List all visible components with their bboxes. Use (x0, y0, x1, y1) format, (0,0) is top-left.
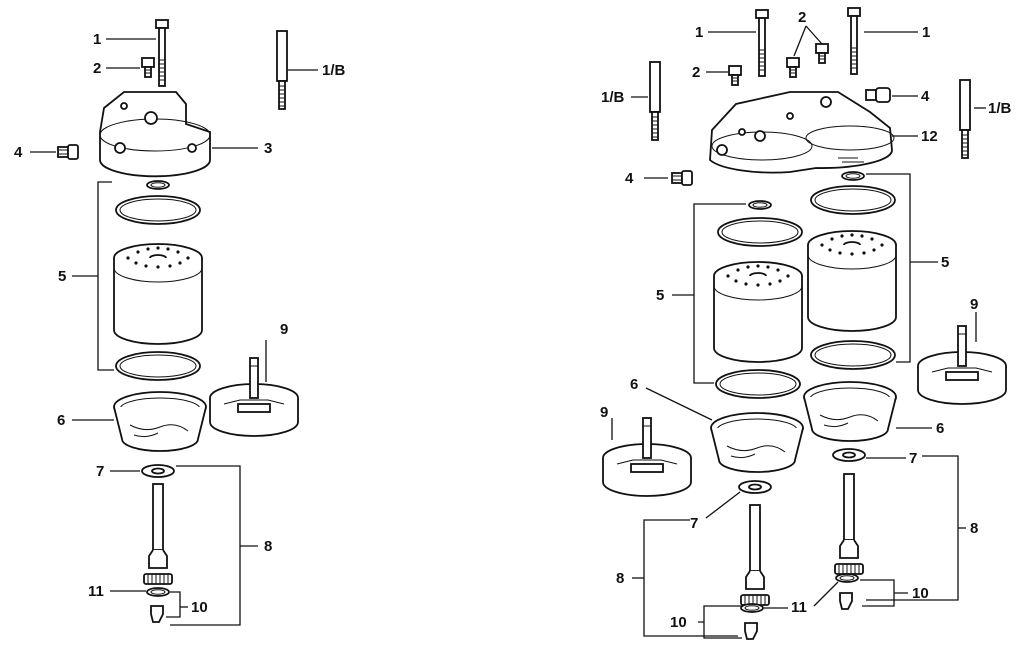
left-bolt-1 (155, 19, 169, 87)
right-callout-10-right: 10 (912, 585, 929, 602)
left-plug-4 (57, 144, 79, 160)
left-filter-head-3 (99, 91, 211, 178)
right-callout-9-left: 9 (600, 404, 608, 421)
left-washer-7 (141, 464, 175, 478)
left-trap-9 (209, 357, 299, 437)
right-bowl-6-right (803, 381, 897, 442)
right-centre-bolt-8-left (740, 504, 770, 606)
right-oring-right (841, 171, 865, 181)
left-callout-5: 5 (58, 268, 66, 285)
right-oring-11-left (740, 603, 764, 613)
right-callout-4-top: 4 (921, 88, 930, 105)
right-filter-head-12 (709, 91, 895, 174)
right-callout-6-left: 6 (630, 376, 638, 393)
right-oring-11-right (835, 573, 859, 583)
left-callout-6: 6 (57, 412, 65, 429)
right-callout-7-right: 7 (909, 450, 917, 467)
left-callout-9: 9 (280, 321, 288, 338)
right-seal-left-top (717, 217, 803, 247)
right-bolt-1-right (847, 7, 861, 75)
left-callout-3: 3 (264, 140, 272, 157)
right-callout-2: 2 (798, 9, 806, 26)
right-oring-left (748, 200, 772, 210)
left-callout-1b: 1/B (322, 62, 346, 79)
right-callout-8-left: 8 (616, 570, 624, 587)
right-callout-5-left: 5 (656, 287, 664, 304)
right-callout-5-right: 5 (941, 254, 949, 271)
right-screw-2-left (786, 57, 800, 78)
right-callout-9-right: 9 (970, 296, 978, 313)
right-bolt-1-left (755, 9, 769, 77)
left-oring-top (146, 180, 170, 190)
right-assembly: 1 1 2 2 1/B 1/B 4 4 12 5 5 6 6 7 7 8 8 9… (600, 7, 1012, 640)
right-trap-9-left (602, 417, 692, 497)
right-seal-right-bottom (810, 340, 896, 370)
right-callout-11: 11 (791, 599, 807, 616)
right-callout-2-mid: 2 (692, 64, 700, 81)
right-callout-1-right: 1 (922, 24, 930, 41)
left-callout-7: 7 (96, 463, 104, 480)
right-screw-2-right (815, 43, 829, 64)
right-plug-4-top (865, 87, 891, 103)
right-callout-1-left: 1 (695, 24, 703, 41)
left-callout-8: 8 (264, 538, 272, 555)
right-stud-1b-right (959, 79, 971, 159)
left-filter-element (113, 243, 203, 345)
right-callout-6-right: 6 (936, 420, 944, 437)
right-washer-7-left (738, 480, 772, 494)
left-bowl-6 (113, 391, 207, 452)
left-seal-bottom (115, 351, 201, 381)
left-centre-bolt-8 (143, 483, 173, 585)
left-callout-1: 1 (93, 31, 101, 48)
right-drain-10-left (744, 622, 758, 640)
right-washer-7-right (832, 448, 866, 462)
right-plug-4-left (671, 170, 693, 186)
left-callout-2: 2 (93, 60, 101, 77)
right-centre-bolt-8-right (834, 473, 864, 575)
right-screw-2-mid (728, 65, 742, 86)
right-callout-8-right: 8 (970, 520, 978, 537)
left-callout-10: 10 (191, 599, 208, 616)
right-seal-left-bottom (715, 369, 801, 399)
left-callout-4: 4 (14, 144, 23, 161)
right-trap-9-right (917, 325, 1007, 405)
right-filter-element-left (713, 261, 803, 363)
left-seal-top (115, 195, 201, 225)
right-callout-1b-left: 1/B (601, 89, 625, 106)
right-callout-4-left: 4 (625, 170, 634, 187)
left-oring-11 (146, 587, 170, 597)
right-callout-10-left: 10 (670, 614, 687, 631)
left-drain-10 (150, 605, 164, 623)
right-seal-right-top (810, 185, 896, 215)
right-filter-element-right (807, 230, 897, 332)
left-callout-11: 11 (88, 583, 104, 600)
left-screw-2 (141, 57, 155, 78)
right-callout-12: 12 (921, 128, 938, 145)
left-assembly: 1 2 1/B 3 4 5 6 7 8 9 10 11 (14, 19, 346, 626)
left-stud-1b (276, 30, 288, 110)
right-stud-1b-left (649, 61, 661, 141)
right-drain-10-right (839, 592, 853, 610)
right-callout-1b-right: 1/B (988, 100, 1012, 117)
right-callout-7-left: 7 (690, 515, 698, 532)
right-bowl-6-left (710, 412, 804, 473)
